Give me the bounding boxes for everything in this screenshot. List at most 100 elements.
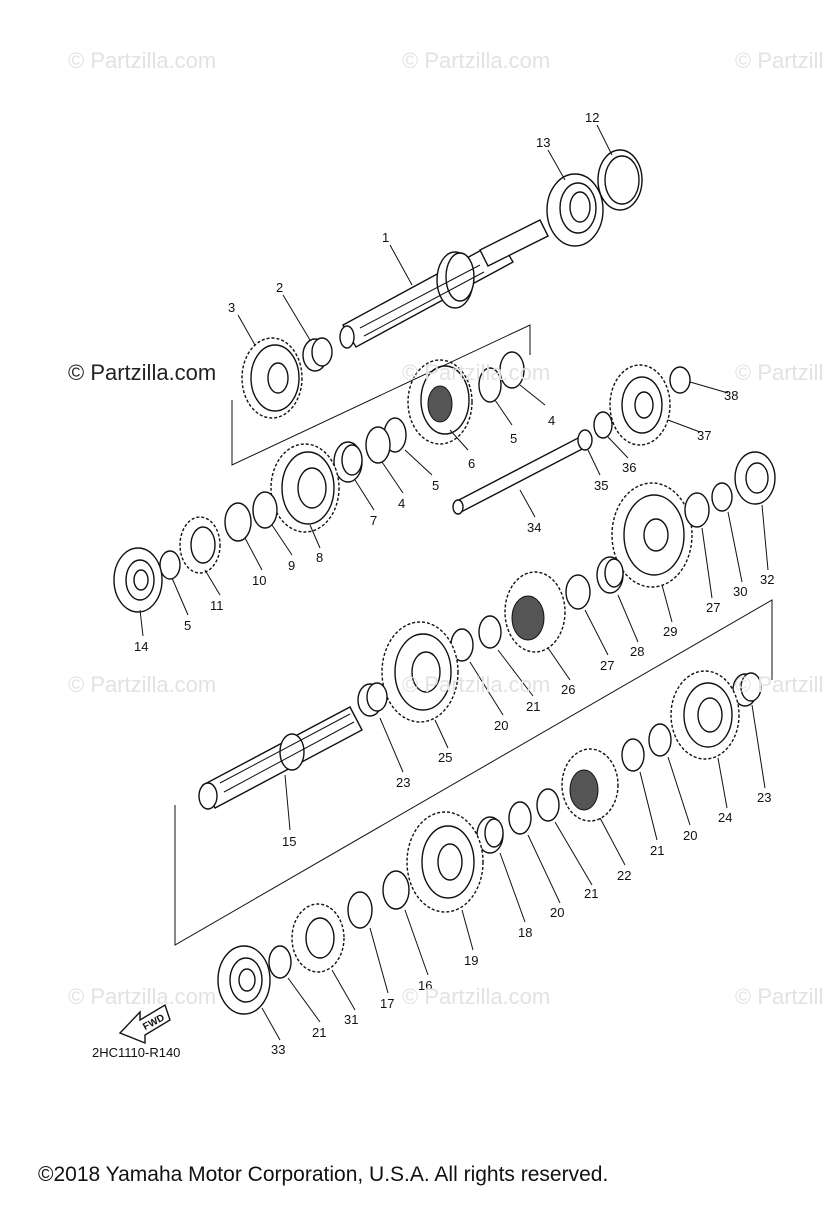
spacer-23-b bbox=[732, 672, 762, 707]
gear-26 bbox=[504, 571, 566, 653]
bracket-upper bbox=[231, 324, 531, 466]
callout-leaders bbox=[139, 124, 769, 1041]
callout-11: 11 bbox=[210, 598, 224, 613]
circlip-4-b bbox=[365, 426, 391, 464]
gear-3 bbox=[241, 337, 303, 419]
callout-37: 37 bbox=[697, 428, 711, 443]
callout-31: 31 bbox=[344, 1012, 358, 1027]
callout-21a: 21 bbox=[526, 699, 540, 714]
needle-bearing-28 bbox=[596, 556, 624, 594]
washer-10 bbox=[224, 502, 252, 542]
watermark: © Partzilla.com bbox=[402, 360, 551, 385]
watermark: © Partzilla.com bbox=[402, 672, 551, 697]
watermark: © Partzilla.com bbox=[68, 672, 217, 697]
washer-5-a bbox=[478, 367, 502, 403]
gear-31 bbox=[291, 903, 345, 973]
watermark: © Partzilla.com bbox=[735, 672, 823, 697]
watermark: © Partzilla.com bbox=[68, 984, 217, 1009]
spacer-2 bbox=[302, 337, 333, 372]
callout-20c: 20 bbox=[550, 905, 564, 920]
gear-25 bbox=[381, 621, 459, 723]
callout-27b: 27 bbox=[600, 658, 614, 673]
callout-12: 12 bbox=[585, 110, 599, 125]
callout-14: 14 bbox=[134, 639, 148, 654]
callout-3: 3 bbox=[228, 300, 235, 315]
washer-20-b bbox=[648, 723, 672, 757]
needle-bearing-7 bbox=[333, 441, 363, 483]
ring-35 bbox=[577, 429, 593, 451]
gear-24 bbox=[670, 670, 740, 760]
gear-29 bbox=[611, 482, 693, 588]
callout-17: 17 bbox=[380, 996, 394, 1011]
circlip-4-a bbox=[499, 351, 525, 389]
callout-25: 25 bbox=[438, 750, 452, 765]
callout-1: 1 bbox=[382, 230, 389, 245]
washer-16 bbox=[382, 870, 410, 910]
callout-38: 38 bbox=[724, 388, 738, 403]
main-axle bbox=[339, 219, 549, 349]
washer-9 bbox=[252, 491, 278, 529]
fwd-arrow-icon: FWD bbox=[118, 1003, 171, 1045]
callout-21d: 21 bbox=[312, 1025, 326, 1040]
callout-23b: 23 bbox=[757, 790, 771, 805]
callout-4a: 4 bbox=[548, 413, 555, 428]
bearing-32 bbox=[734, 451, 776, 505]
washer-17 bbox=[347, 891, 373, 929]
gear-37 bbox=[609, 364, 671, 446]
watermark: © Partzilla.com bbox=[735, 360, 823, 385]
washer-38 bbox=[669, 366, 691, 394]
shaft-34 bbox=[452, 436, 587, 515]
callout-33: 33 bbox=[271, 1042, 285, 1057]
callout-34: 34 bbox=[527, 520, 541, 535]
washer-5-c bbox=[159, 550, 181, 580]
callout-16: 16 bbox=[418, 978, 432, 993]
circlip-21-d bbox=[268, 945, 292, 979]
washer-36 bbox=[593, 411, 613, 439]
callout-5a: 5 bbox=[510, 431, 517, 446]
gear-11 bbox=[179, 516, 221, 574]
circlip-30 bbox=[711, 482, 733, 512]
diagram-code: 2HC1110-R140 bbox=[92, 1045, 181, 1060]
gear-8 bbox=[270, 443, 340, 533]
callout-29: 29 bbox=[663, 624, 677, 639]
gear-19 bbox=[406, 811, 484, 913]
callout-27a: 27 bbox=[706, 600, 720, 615]
callout-20a: 20 bbox=[494, 718, 508, 733]
copyright-notice: ©2018 Yamaha Motor Corporation, U.S.A. A… bbox=[38, 1163, 609, 1186]
callout-22: 22 bbox=[617, 868, 631, 883]
callout-18: 18 bbox=[518, 925, 532, 940]
gear-22 bbox=[561, 748, 619, 822]
circlip-21-a bbox=[478, 615, 502, 649]
callout-32: 32 bbox=[760, 572, 774, 587]
callout-8: 8 bbox=[316, 550, 323, 565]
callout-26: 26 bbox=[561, 682, 575, 697]
bearing-13 bbox=[546, 173, 604, 247]
callout-5b: 5 bbox=[432, 478, 439, 493]
callout-7: 7 bbox=[370, 513, 377, 528]
callout-23a: 23 bbox=[396, 775, 410, 790]
callout-20b: 20 bbox=[683, 828, 697, 843]
callout-35: 35 bbox=[594, 478, 608, 493]
washer-27-b bbox=[565, 574, 591, 610]
circlip-21-c bbox=[536, 788, 560, 822]
bracket-lower bbox=[174, 599, 773, 946]
callout-6: 6 bbox=[468, 456, 475, 471]
watermark: © Partzilla.com bbox=[402, 984, 551, 1009]
callout-21b: 21 bbox=[650, 843, 664, 858]
ring-12 bbox=[597, 149, 643, 211]
watermark: © Partzilla.com bbox=[735, 984, 823, 1009]
watermark: © Partzilla.com bbox=[68, 48, 217, 73]
callout-19: 19 bbox=[464, 953, 478, 968]
washer-20-c bbox=[508, 801, 532, 835]
callout-13: 13 bbox=[536, 135, 550, 150]
watermark-dark: © Partzilla.com bbox=[68, 360, 217, 386]
callout-labels: 1 2 3 4 4 5 5 5 5 6 7 8 9 10 11 12 13 14… bbox=[134, 110, 774, 1057]
needle-bearing-18 bbox=[476, 816, 504, 854]
drive-axle-15 bbox=[198, 706, 363, 810]
callout-10: 10 bbox=[252, 573, 266, 588]
watermark: © Partzilla.com bbox=[402, 48, 551, 73]
callout-5c: 5 bbox=[184, 618, 191, 633]
callout-30: 30 bbox=[733, 584, 747, 599]
